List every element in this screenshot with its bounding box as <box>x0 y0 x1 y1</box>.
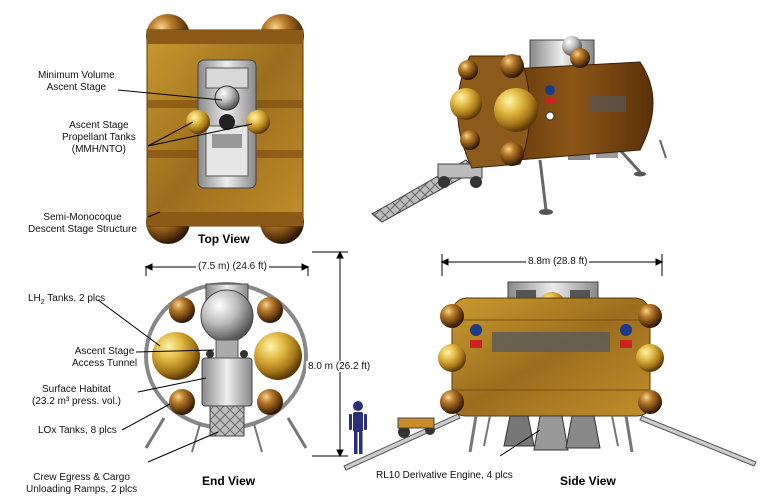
lox-tank <box>257 389 283 415</box>
label-egress-ramps: Crew Egress & Cargo Unloading Ramps, 2 p… <box>26 472 138 495</box>
egress-ramp <box>209 405 245 437</box>
lh2-tank <box>450 88 482 120</box>
lox-tank <box>169 389 195 415</box>
label-rl10-engine: RL10 Derivative Engine, 4 plcs <box>376 470 513 481</box>
descent-stage-side-body <box>451 297 651 417</box>
lh2-tank <box>494 88 538 132</box>
rl10-engine <box>533 415 569 451</box>
lox-tank <box>257 297 283 323</box>
rl10-engine <box>503 415 535 447</box>
ascent-stage-sphere <box>200 289 254 343</box>
label-surface-habitat: Surface Habitat (23.2 m³ press. vol.) <box>32 384 121 407</box>
label-ascent-propellant-tanks: Ascent Stage Propellant Tanks (MMH/NTO) <box>62 120 136 155</box>
perspective-view <box>371 36 667 223</box>
label-descent-structure: Semi-Monocoque Descent Stage Structure <box>28 212 137 235</box>
rover <box>437 163 483 179</box>
lox-tank <box>458 60 478 80</box>
top-view <box>146 14 304 244</box>
ascent-propellant-tank <box>186 110 210 134</box>
lh2-tank <box>152 332 200 380</box>
label-access-tunnel: Ascent Stage Access Tunnel <box>72 346 138 369</box>
descent-stage-body <box>491 61 654 163</box>
ascent-propellant-tank <box>246 110 270 134</box>
view-title-side: Side View <box>560 474 616 488</box>
dimension-end-width: (7.5 m) (24.6 ft) <box>196 261 269 272</box>
view-title-top: Top View <box>198 232 250 246</box>
human-figure <box>349 401 367 454</box>
surface-habitat <box>201 357 253 407</box>
lox-tank <box>500 142 524 166</box>
lox-tank <box>169 297 195 323</box>
dimension-end-height: 8.0 m (26.2 ft) <box>306 361 373 372</box>
label-lox-tanks: LOx Tanks, 8 plcs <box>38 425 117 436</box>
rl10-engine <box>565 415 601 449</box>
dimension-side-width: 8.8m (28.8 ft) <box>526 256 590 267</box>
label-ascent-stage: Minimum Volume Ascent Stage <box>38 70 115 93</box>
end-view <box>144 282 308 453</box>
lh2-tank <box>254 332 302 380</box>
lox-tank <box>500 54 524 78</box>
view-title-end: End View <box>202 474 256 488</box>
lox-tank <box>460 130 480 150</box>
side-view <box>343 281 757 471</box>
label-lh2-tanks: LH2 Tanks, 2 plcs <box>28 293 106 306</box>
